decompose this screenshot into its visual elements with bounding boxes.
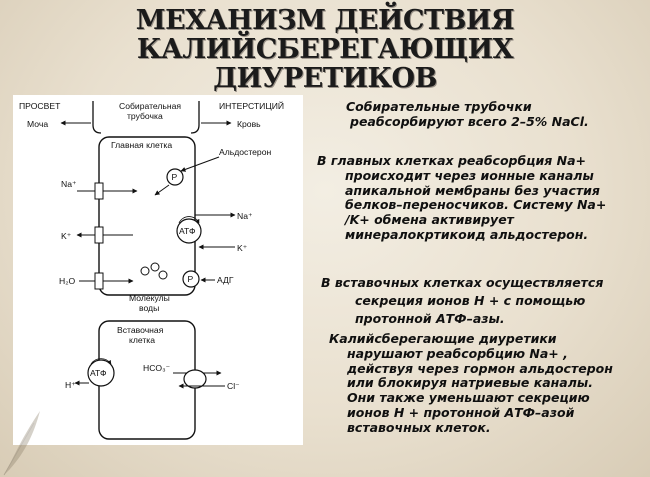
paragraph-collecting-duct: Собирательные трубочки реабсорбируют все… — [346, 99, 589, 130]
na-channel — [94, 182, 104, 200]
water-molecule-3 — [158, 270, 168, 280]
paragraph-3-line-3: протонной АТФ–азы. — [355, 311, 505, 326]
urine-label: Моча — [27, 119, 48, 129]
atp-pump-top — [176, 218, 202, 244]
k-channel — [94, 226, 104, 244]
quill-decoration-icon — [3, 411, 40, 476]
duct-wall-right — [190, 101, 200, 134]
intercalated-cell-label-2: клетка — [129, 335, 155, 345]
aldosterone-arrow — [180, 156, 220, 172]
h2o-label: H₂O — [59, 276, 76, 286]
paragraph-4-line-5: Они также уменьшают секрецию — [347, 390, 590, 406]
water-molecules-label-2: воды — [139, 303, 159, 313]
na-right-label: Na⁺ — [237, 211, 253, 221]
lumen-label: ПРОСВЕТ — [19, 101, 61, 111]
paragraph-2-line-5: /K+ обмена активирует — [345, 212, 514, 228]
interstitium-label: ИНТЕРСТИЦИЙ — [219, 100, 284, 111]
paragraph-1-line-2: реабсорбируют всего 2–5% NaCl. — [350, 113, 589, 129]
atp-pump-bottom — [87, 359, 115, 387]
water-molecules-label-1: Молекулы — [129, 293, 170, 303]
pump-cycle-arrow-bottom — [90, 358, 112, 365]
k-right-label: K⁺ — [237, 243, 248, 253]
anion-exchanger — [183, 369, 207, 389]
paragraph-3-line-1: В вставочных клетках осуществляется — [321, 275, 604, 290]
paragraph-1-line-1: Собирательные трубочки — [346, 99, 532, 114]
paragraph-2-line-3: апикальной мембраны без участия — [345, 182, 600, 198]
h-label: H⁺ — [65, 380, 76, 390]
adh-label: АДГ — [217, 275, 234, 285]
principal-cell — [98, 136, 196, 296]
paragraph-4-line-1: Калийсберегающие диуретики — [329, 331, 557, 346]
duct-wall-left — [92, 101, 102, 134]
title-line-3: ДИУРЕТИКОВ — [213, 63, 437, 94]
paragraph-diuretics: Калийсберегающие диуретики нарушают реаб… — [329, 331, 613, 436]
pump-cycle-arrow-top — [178, 216, 200, 224]
paragraph-intercalated-cells: В вставочных клетках осуществляется секр… — [321, 274, 603, 328]
principal-cell-label: Главная клетка — [111, 140, 172, 150]
receptor-signal-arrow — [154, 184, 170, 196]
paragraph-3-line-2: секреция ионов Н + с помощью — [355, 293, 586, 308]
hco3-label: HCO₃⁻ — [143, 363, 171, 373]
atp-bottom-label: АТФ — [90, 368, 107, 378]
water-molecule-1 — [140, 266, 150, 276]
aquaporin-channel — [94, 272, 104, 290]
atp-top-label: АТФ — [179, 226, 196, 236]
na-label: Na⁺ — [61, 179, 77, 189]
collecting-duct-label-2: трубочка — [127, 111, 163, 121]
paragraph-4-line-3: действуя через гормон альдостерон — [347, 360, 613, 376]
title-line-2: КАЛИЙСБЕРЕГАЮЩИХ — [136, 34, 514, 65]
diuretic-mechanism-diagram: ПРОСВЕТ Моча Собирательная трубочка ИНТЕ… — [13, 95, 303, 445]
title-line-1: МЕХАНИЗМ ДЕЙСТВИЯ — [135, 5, 515, 36]
receptor-bottom-label: Р — [188, 274, 194, 284]
collecting-duct-label-1: Собирательная — [119, 101, 181, 111]
paragraph-2-line-6: минералокртикоид альдостерон. — [345, 226, 589, 242]
paragraph-4-line-6: ионов Н + протонной АТФ–азой — [347, 404, 575, 420]
paragraph-2-line-2: происходит через ионные каналы — [345, 167, 594, 183]
aldosterone-label: Альдостерон — [219, 147, 271, 157]
paragraph-2-line-1: В главных клетках реабсорбция Na+ — [317, 153, 586, 168]
cl-label: Cl⁻ — [227, 381, 240, 391]
intercalated-cell-label-1: Вставочная — [117, 325, 164, 335]
blood-label: Кровь — [237, 119, 261, 129]
receptor-bottom — [182, 270, 200, 288]
paragraph-4-line-7: вставочных клеток. — [347, 419, 491, 435]
receptor-top — [166, 168, 184, 186]
paragraph-4-line-2: нарушают реабсорбцию Na+ , — [347, 345, 568, 361]
paragraph-principal-cells: В главных клетках реабсорбция Na+ происх… — [317, 153, 607, 243]
paragraph-4-line-4: или блокируя натриевые каналы. — [347, 375, 593, 391]
paragraph-2-line-4: белков–переносчиков. Систему Na+ — [345, 197, 607, 213]
k-label: K⁺ — [61, 231, 72, 241]
receptor-top-label: Р — [172, 172, 178, 182]
water-molecule-2 — [150, 262, 160, 272]
